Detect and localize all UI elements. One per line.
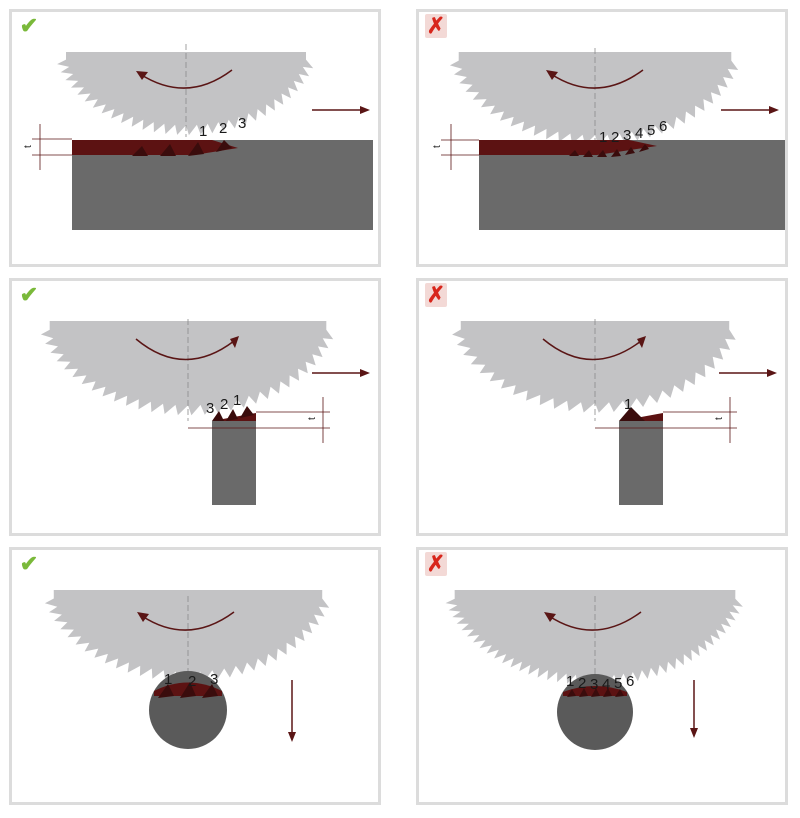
tooth-number: 3	[206, 400, 214, 417]
engaged-teeth	[132, 140, 232, 156]
rotation-arrow	[548, 611, 642, 631]
tooth-number: 2	[219, 120, 227, 137]
tooth-number: 2	[611, 129, 619, 146]
diagram-bar-incorrect: t 1 2 3 4 5 6	[432, 48, 785, 230]
rotation-arrow	[141, 611, 235, 631]
diagram-narrow-incorrect: t 1	[452, 319, 777, 505]
rotation-arrowhead	[544, 612, 556, 622]
engaged-teeth	[567, 688, 624, 697]
feed-arrowhead	[360, 106, 370, 114]
saw-blade	[445, 590, 743, 686]
tooth-number: 3	[623, 127, 631, 144]
rotation-arrowhead	[230, 336, 239, 348]
rotation-arrow	[139, 69, 233, 89]
engaged-teeth	[619, 407, 645, 421]
chip-zone	[479, 140, 657, 155]
diagram-round-correct: 1 2 3	[44, 590, 330, 749]
panel-round-correct: 1 2 3 ✔	[9, 547, 381, 805]
rotation-arrow	[135, 338, 235, 361]
tooth-number: 3	[210, 671, 218, 688]
panel-bar-incorrect: t 1 2 3 4 5 6 ✗	[416, 9, 788, 267]
rotation-arrowhead	[137, 612, 149, 622]
diagram-bar-correct: t 1 2 3	[23, 44, 373, 230]
tooth-number: 4	[602, 676, 610, 693]
tooth-number: 4	[635, 125, 643, 142]
tooth-number: 2	[220, 396, 228, 413]
tooth-number: 5	[614, 675, 622, 692]
feed-arrowhead	[360, 369, 370, 377]
tooth-number: 1	[566, 673, 574, 690]
workpiece-bar	[619, 421, 663, 505]
diagram-round-incorrect: 1 2 3 4 5 6	[445, 590, 743, 750]
saw-blade	[40, 321, 334, 416]
x-mark-icon: ✗	[425, 282, 447, 307]
rotation-arrow	[550, 69, 644, 89]
panel-narrow-correct: t 3 2 1 ✔	[9, 278, 381, 536]
rotation-arrow	[542, 338, 642, 361]
feed-arrowhead	[767, 369, 777, 377]
x-mark-icon: ✗	[425, 13, 447, 38]
rotation-arrowhead	[546, 70, 558, 80]
thickness-label: t	[307, 417, 318, 420]
saw-blade	[449, 52, 739, 146]
tooth-number: 3	[590, 676, 598, 693]
workpiece-bar	[212, 421, 256, 505]
thickness-label: t	[23, 145, 34, 148]
panel-narrow-incorrect: t 1 ✗	[416, 278, 788, 536]
diagram-narrow-correct: t 3 2 1	[40, 319, 370, 505]
tooth-number: 6	[626, 673, 634, 690]
tooth-number: 1	[624, 396, 632, 413]
tooth-number: 1	[233, 392, 241, 409]
engaged-teeth	[569, 144, 649, 157]
saw-blade	[57, 52, 314, 136]
saw-blade	[44, 590, 330, 682]
engaged-teeth	[212, 406, 254, 421]
rotation-arrowhead	[136, 71, 148, 80]
saw-blade	[452, 321, 736, 413]
tooth-number: 1	[199, 123, 207, 140]
tooth-number: 2	[188, 673, 196, 690]
check-mark-icon: ✔	[19, 282, 39, 307]
rotation-arrowhead	[637, 336, 646, 348]
tooth-number: 5	[647, 122, 655, 139]
thickness-label: t	[714, 417, 725, 420]
tooth-number: 2	[578, 675, 586, 692]
thickness-label: t	[432, 145, 443, 148]
check-mark-icon: ✔	[19, 551, 39, 576]
panel-round-incorrect: 1 2 3 4 5 6 ✗	[416, 547, 788, 805]
feed-arrowhead	[690, 728, 698, 738]
engaged-teeth	[158, 682, 218, 698]
x-mark-icon: ✗	[425, 551, 447, 576]
feed-arrowhead	[769, 106, 779, 114]
tooth-number: 1	[599, 129, 607, 146]
check-mark-icon: ✔	[19, 13, 39, 38]
tooth-number: 1	[164, 671, 172, 688]
feed-arrowhead	[288, 732, 296, 742]
tooth-number: 6	[659, 118, 667, 135]
tooth-number: 3	[238, 115, 246, 132]
panel-bar-correct: t 1 2 3 ✔	[9, 9, 381, 267]
